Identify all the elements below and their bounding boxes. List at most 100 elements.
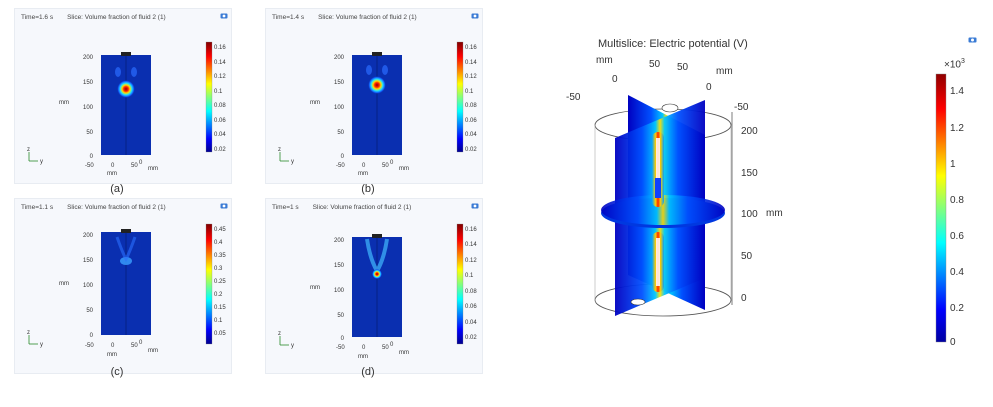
svg-text:mm: mm [310,285,320,291]
cb-tick: 0.14 [214,60,226,66]
multislice-title: Multislice: Electric potential (V) [598,38,748,50]
axis-triad: z y [278,147,294,165]
axis-unit: mm [716,66,733,77]
x-tick: -50 [85,163,94,169]
y-tick: 200 [83,55,94,61]
volume-fraction-plot: 200 150 100 50 0 mm -50 0 50 0 mm mm z y… [278,41,477,177]
cb-tick: 0.16 [214,45,226,51]
svg-text:mm: mm [107,352,117,358]
svg-text:0: 0 [139,340,143,346]
svg-text:150: 150 [334,263,345,269]
svg-text:0.12: 0.12 [465,74,477,80]
svg-text:100: 100 [83,283,94,289]
svg-text:50: 50 [337,313,344,319]
svg-text:0: 0 [90,333,94,339]
svg-text:0: 0 [390,342,394,348]
colorbar-exponent: ×103 [944,58,965,71]
z-tick: 50 [741,251,753,262]
svg-text:mm: mm [358,354,368,360]
x-tick: 0 [111,163,115,169]
camera-icon[interactable] [220,202,228,209]
svg-text:0.25: 0.25 [214,279,226,285]
svg-text:0.06: 0.06 [465,118,477,124]
svg-text:0.06: 0.06 [465,304,477,310]
time-label: Time=1 s [272,204,299,211]
svg-text:mm: mm [399,166,409,172]
multislice-3d-plot: 200 150 100 50 0 mm mm 0 50 50 mm 0 -50 … [566,55,783,317]
svg-text:100: 100 [334,105,345,111]
axis-triad: z y [278,331,294,349]
slice-label: Slice: Volume fraction of fluid 2 (1) [318,14,417,21]
svg-text:50: 50 [382,345,389,351]
svg-text:0: 0 [950,337,956,348]
axis-tick: 50 [649,59,661,70]
z-tick: 0 [741,293,747,304]
svg-text:0.2: 0.2 [214,292,223,298]
svg-text:0.8: 0.8 [950,195,964,206]
svg-text:150: 150 [334,80,345,86]
x-tick: 0 [139,160,143,166]
svg-text:0.1: 0.1 [214,318,223,324]
axis-unit: mm [596,55,613,66]
svg-text:mm: mm [148,348,158,354]
svg-text:-50: -50 [336,345,345,351]
svg-text:200: 200 [83,233,94,239]
y-tick: 100 [83,105,94,111]
svg-text:0.08: 0.08 [465,103,477,109]
svg-text:y: y [291,343,294,349]
bubble [368,76,386,94]
svg-text:-50: -50 [336,163,345,169]
slice-label: Slice: Volume fraction of fluid 2 (1) [67,14,166,21]
svg-text:0.16: 0.16 [465,45,477,51]
slice-label: Slice: Volume fraction of fluid 2 (1) [67,204,166,211]
svg-text:0.12: 0.12 [465,258,477,264]
axis-tick: -50 [734,102,749,113]
z-tick: 100 [741,209,758,220]
svg-text:0.4: 0.4 [214,240,223,246]
svg-text:50: 50 [382,163,389,169]
camera-icon[interactable] [220,12,228,19]
time-label: Time=1.6 s [21,14,54,21]
camera-icon[interactable] [471,12,479,19]
axis-tick: 0 [706,82,712,93]
svg-text:1.2: 1.2 [950,123,964,134]
svg-text:0: 0 [111,343,115,349]
svg-text:0: 0 [362,345,366,351]
caption-b: (b) [361,183,375,195]
cb-tick: 0.02 [214,147,226,153]
svg-text:0.02: 0.02 [465,335,477,341]
volume-fraction-plot: 200 150 100 50 0 mm -50 0 50 0 mm mm z y… [278,223,477,360]
svg-text:150: 150 [83,258,94,264]
camera-icon[interactable] [471,202,479,209]
svg-text:y: y [40,159,43,165]
x-unit: mm [148,166,158,172]
svg-text:mm: mm [358,171,368,177]
svg-text:100: 100 [334,288,345,294]
y-tick: 0 [90,154,94,160]
volume-fraction-plot: 200 150 100 50 0 mm -50 0 50 0 mm mm z y… [27,41,226,177]
axis-tick: -50 [566,92,581,103]
cb-tick: 0.12 [214,74,226,80]
svg-text:mm: mm [59,281,69,287]
svg-text:0.14: 0.14 [465,60,477,66]
svg-text:0.3: 0.3 [214,266,223,272]
svg-text:z: z [278,147,281,153]
caption-d: (d) [361,366,375,378]
camera-icon[interactable] [968,36,977,43]
svg-text:0.4: 0.4 [950,267,964,278]
svg-text:-50: -50 [85,343,94,349]
svg-text:0.04: 0.04 [465,132,477,138]
y-unit: mm [59,100,69,106]
svg-text:0.08: 0.08 [465,289,477,295]
z-unit: mm [766,208,783,219]
svg-text:0: 0 [362,163,366,169]
cb-tick: 0.04 [214,132,226,138]
svg-text:0.04: 0.04 [465,320,477,326]
caption-c: (c) [110,366,124,378]
svg-text:0.15: 0.15 [214,305,226,311]
svg-text:0.2: 0.2 [950,303,964,314]
